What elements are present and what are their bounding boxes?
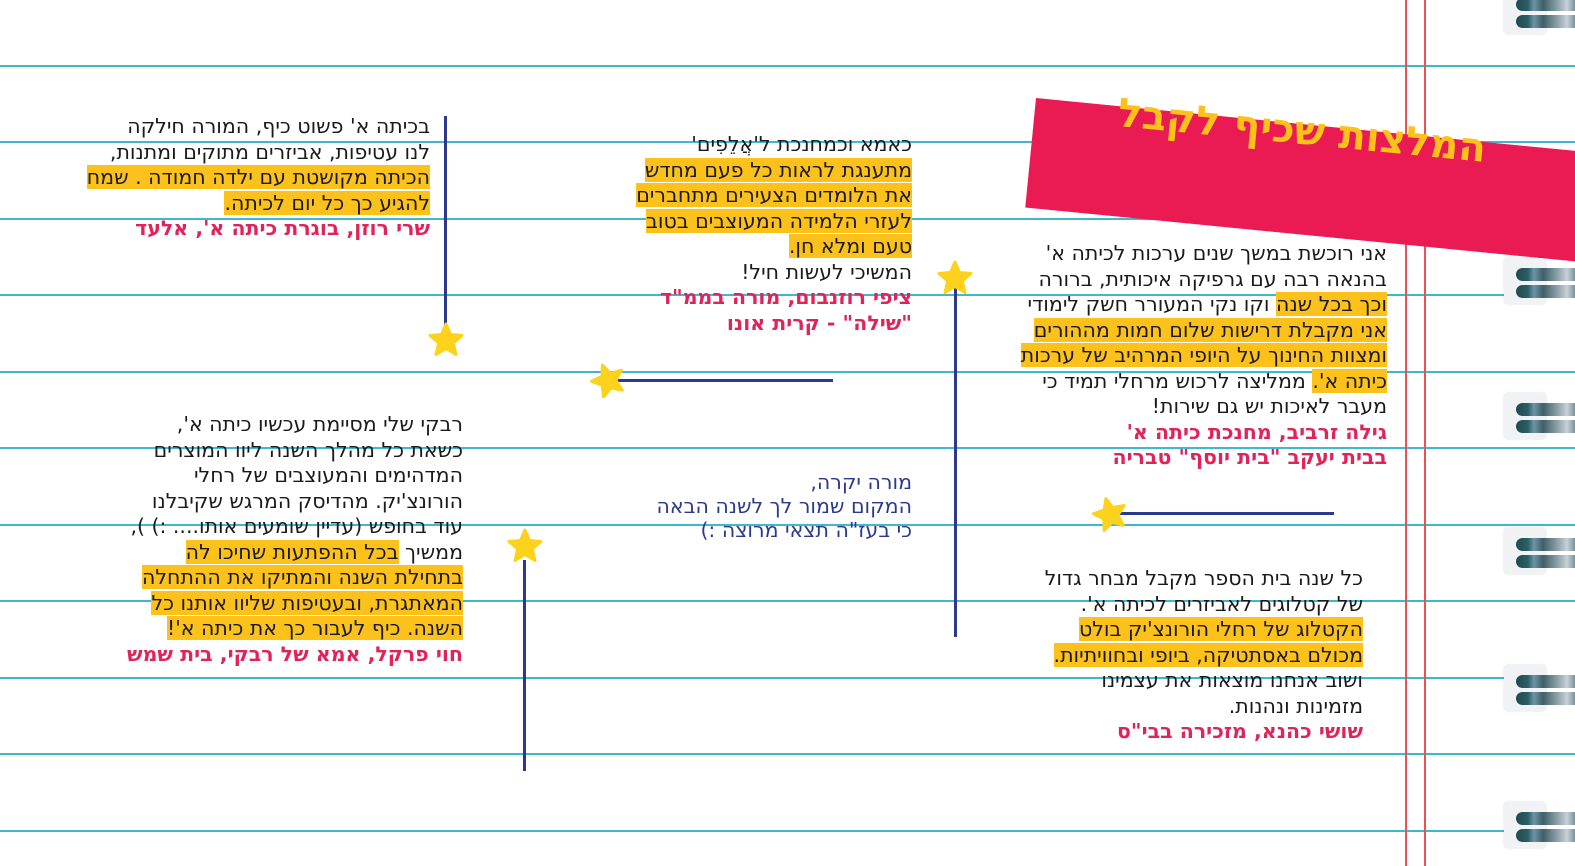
wand-stick	[617, 379, 833, 382]
text-line: עוד בחופש (עדיין שומעים אותו.... :) ),	[130, 514, 463, 538]
testimonial-shoshi: כל שנה בית הספר מקבל מבחר גדול של קטלוגי…	[1005, 566, 1363, 745]
rule-line	[0, 524, 1575, 526]
text-line: כשאת כל מהלך השנה ליוו המוצרים	[153, 437, 463, 462]
rule-line	[0, 830, 1575, 832]
signature: בבית יעקב "בית יוסף" טבריה	[1112, 445, 1387, 469]
text-line: אני רוכשת במשך שנים ערכות לכיתה א'	[1045, 241, 1387, 265]
rule-line	[0, 141, 1575, 143]
highlight: בכל ההפתעות שחיכו לה	[185, 539, 399, 564]
spiral-ring-icon	[1504, 665, 1575, 711]
text-line: מורה יקרה,	[810, 470, 912, 494]
margin-line	[1424, 0, 1426, 866]
highlight: המאתגרת, ובעטיפות שליוו אותנו כל	[151, 590, 463, 615]
text-line: כיתה א'. ממליצה לרכוש מרחלי תמיד כי	[975, 368, 1387, 395]
text-line: הקטלוג של רחלי הורונצ'יק בולט	[1005, 617, 1363, 643]
text-line: כאמא וכמחנכת ל'אֲלֵפִים'	[691, 132, 912, 156]
text-line: כי בעז"ה תצאי מרוצה :)	[700, 518, 912, 542]
testimonial-shari: בכיתה א' פשוט כיף, המורה חילקה לנו עטיפו…	[60, 114, 430, 242]
text-line: של קטלוגים לאביזרים לכיתה א'.	[1080, 591, 1363, 616]
rule-line	[0, 677, 1575, 679]
text-line: את הלומדים הצעירים מתחברים	[600, 183, 912, 209]
wand-stick	[523, 560, 526, 771]
text-line: להגיע כך כל יום לכיתה.	[60, 190, 430, 217]
star-icon	[937, 260, 973, 294]
text-line: מעבר לאיכות יש גם שירות!	[1151, 394, 1387, 418]
wand-stick	[444, 116, 447, 338]
highlight: טעם ומלא חן.	[788, 234, 912, 258]
text-line: המאתגרת, ובעטיפות שליוו אותנו כל	[95, 590, 463, 617]
text-fragment: ממשיך	[405, 539, 463, 564]
highlight: להגיע כך כל יום לכיתה.	[224, 190, 430, 215]
highlight: מכולם באסתטיקה, ביופי ובחוויתיות.	[1053, 642, 1363, 667]
star-icon	[507, 528, 543, 562]
text-line: השנה. כיף לעבור כך את כיתה א'!	[95, 616, 463, 642]
text-line: טעם ומלא חן.	[600, 234, 912, 260]
star-icon	[590, 363, 624, 398]
highlight: את הלומדים הצעירים מתחברים	[636, 183, 912, 207]
rule-line	[0, 65, 1575, 67]
text-line: אני מקבלת דרישות שלום חמות מההורים	[975, 317, 1387, 344]
text-line: המקום שמור לך לשנה הבאה	[656, 494, 913, 518]
text-line: לעזרי הלמידה המעוצבים בטוב	[600, 208, 912, 235]
highlight: הקטלוג של רחלי הורונצ'יק בולט	[1078, 617, 1363, 641]
highlight: השנה. כיף לעבור כך את כיתה א'!	[166, 616, 463, 640]
text-line: מתענגת לראות כל פעם מחדש	[600, 157, 912, 184]
star-icon	[1092, 497, 1126, 532]
signature: שושי כהנא, מזכירה בבי"ס	[1116, 719, 1363, 743]
signature: חוי פרקל, אמא של רבקי, בית שמש	[127, 641, 463, 666]
text-line: המשיכי לעשות חיל!	[741, 259, 912, 284]
rule-line	[0, 447, 1575, 449]
text-line: וכך בכל שנה וקו נקי המעורר חשק לימודי	[975, 292, 1387, 318]
text-line: כל שנה בית הספר מקבל מבחר גדול	[1044, 566, 1363, 590]
text-line: בכיתה א' פשוט כיף, המורה חילקה	[127, 114, 430, 138]
signature: גילה זרביב, מחנכת כיתה א'	[1126, 419, 1387, 444]
testimonial-tzipi: כאמא וכמחנכת ל'אֲלֵפִים' מתענגת לראות כל…	[600, 132, 912, 336]
text-fragment: וקו נקי המעורר חשק לימודי	[1027, 292, 1270, 316]
margin-line	[1405, 0, 1407, 866]
star-icon	[428, 322, 464, 356]
text-line: לנו עטיפות, אביזרים מתוקים ומתנות,	[109, 139, 430, 164]
text-line: ומצוות החינוך על היופי המרהיב של ערכות	[975, 343, 1387, 369]
testimonial-chavi: רבקי שלי מסיימת עכשיו כיתה א', כשאת כל מ…	[95, 412, 463, 667]
text-line: הורונצ'יק. מהדיסק המרגש שקיבלנו	[151, 488, 463, 513]
text-line: ושוב אנחנו מוצאות את עצמינו	[1101, 668, 1363, 692]
text-line: בתחילת השנה והמתיקו את ההתחלה	[95, 565, 463, 591]
spiral-ring-icon	[1504, 258, 1575, 304]
rule-line	[0, 294, 1575, 296]
spiral-ring-icon	[1504, 802, 1575, 848]
text-line: המדהימים והמעוצבים של רחלי	[193, 463, 463, 487]
text-line: מכולם באסתטיקה, ביופי ובחוויתיות.	[1005, 642, 1363, 669]
signature: "שילה" - קרית אונו	[726, 310, 912, 335]
teacher-note: מורה יקרה, המקום שמור לך לשנה הבאה כי בע…	[630, 470, 913, 542]
text-fragment: ממליצה לרכוש מרחלי תמיד כי	[1042, 368, 1313, 393]
signature: שרי רוזן, בוגרת כיתה א', אלעד	[135, 216, 430, 240]
highlight: הכיתה מקושטת עם ילדה חמודה . שמח	[86, 165, 430, 189]
testimonial-gila: אני רוכשת במשך שנים ערכות לכיתה א' בהנאה…	[975, 241, 1387, 471]
highlight: לעזרי הלמידה המעוצבים בטוב	[646, 208, 912, 233]
spiral-ring-icon	[1504, 0, 1575, 34]
wand-stick	[1118, 512, 1334, 515]
spiral-ring-icon	[1504, 528, 1575, 574]
spiral-ring-icon	[1504, 393, 1575, 439]
highlight: ומצוות החינוך על היופי המרהיב של ערכות	[1020, 343, 1387, 367]
text-line: בהנאה רבה עם גרפיקה איכותית, ברורה	[1038, 266, 1387, 291]
text-line: הכיתה מקושטת עם ילדה חמודה . שמח	[60, 165, 430, 191]
signature: ציפי רוזנבום, מורה בממ"ד	[659, 285, 912, 309]
highlight: וכך בכל שנה	[1276, 292, 1387, 316]
highlight: בתחילת השנה והמתיקו את ההתחלה	[142, 565, 463, 589]
highlight: כיתה א'.	[1312, 368, 1387, 393]
wand-stick	[954, 284, 957, 637]
text-line: מזמינות ונהנות.	[1228, 693, 1363, 718]
highlight: מתענגת לראות כל פעם מחדש	[644, 157, 912, 182]
text-line: רבקי שלי מסיימת עכשיו כיתה א',	[176, 412, 463, 436]
rule-line	[0, 600, 1575, 602]
highlight: אני מקבלת דרישות שלום חמות מההורים	[1033, 317, 1387, 342]
text-line: ממשיך בכל ההפתעות שחיכו לה	[95, 539, 463, 566]
rule-line	[0, 753, 1575, 755]
rule-line	[0, 371, 1575, 373]
